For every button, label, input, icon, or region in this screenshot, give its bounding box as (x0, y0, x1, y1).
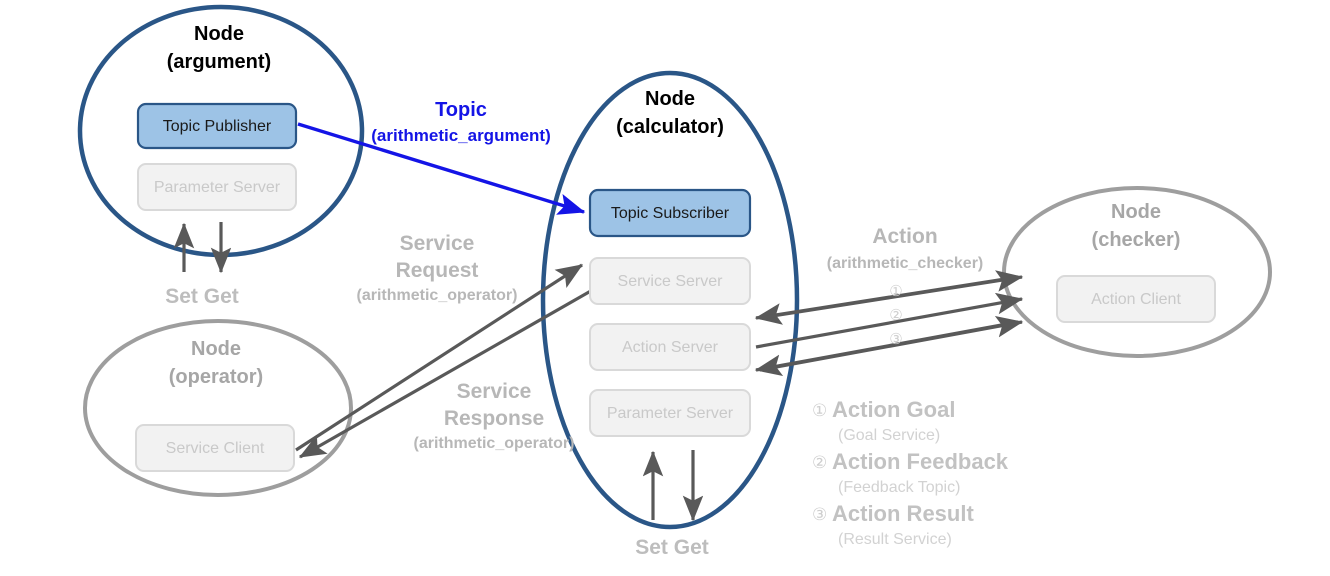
topic-arrow (297, 122, 586, 215)
box-topic-subscriber[interactable]: Topic Subscriber (588, 188, 752, 238)
legend-item-result: ③ Action Result (Result Service) (812, 501, 974, 548)
svg-text:Service: Service (400, 232, 475, 255)
box-action-client-label: Action Client (1091, 291, 1181, 308)
svg-text:Node: Node (1111, 201, 1161, 223)
svg-text:(arithmetic_operator): (arithmetic_operator) (357, 287, 518, 304)
legend-item-goal: ① Action Goal (Goal Service) (812, 397, 955, 444)
svg-text:③: ③ (812, 505, 827, 524)
svg-text:(Result Service): (Result Service) (838, 531, 952, 548)
box-service-server[interactable]: Service Server (589, 257, 751, 305)
svg-text:Action: Action (872, 225, 937, 248)
svg-text:(arithmetic_operator): (arithmetic_operator) (414, 435, 575, 452)
legend-item-feedback: ② Action Feedback (Feedback Topic) (812, 449, 1009, 496)
svg-text:Topic: Topic (435, 99, 487, 121)
box-action-client[interactable]: Action Client (1056, 275, 1216, 323)
svg-text:Node: Node (191, 338, 241, 360)
svg-text:(Feedback Topic): (Feedback Topic) (838, 479, 960, 496)
svg-text:(argument): (argument) (167, 51, 271, 73)
box-parameter-server-calculator-label: Parameter Server (607, 405, 734, 422)
node-title-argument: Node (argument) (167, 23, 271, 73)
box-parameter-server-argument-label: Parameter Server (154, 179, 281, 196)
svg-text:Response: Response (444, 407, 544, 430)
node-title-calculator: Node (calculator) (616, 88, 724, 138)
param-label-calculator: Set Get (635, 536, 709, 559)
svg-text:Request: Request (396, 259, 479, 282)
svg-text:Service: Service (457, 380, 532, 403)
box-action-server-label: Action Server (622, 339, 719, 356)
box-topic-publisher[interactable]: Topic Publisher (136, 102, 298, 150)
box-action-server[interactable]: Action Server (589, 323, 751, 371)
svg-text:(arithmetic_checker): (arithmetic_checker) (827, 255, 984, 272)
svg-text:Action Result: Action Result (832, 501, 974, 526)
svg-text:②: ② (889, 307, 902, 324)
action-marks: ① ② ③ (889, 283, 902, 348)
svg-text:①: ① (812, 401, 827, 420)
svg-text:②: ② (812, 453, 827, 472)
param-arrows-argument (173, 222, 232, 274)
box-service-client-label: Service Client (166, 440, 265, 457)
service-arrows (295, 263, 597, 459)
service-response-label: Service Response (arithmetic_operator) (414, 380, 575, 452)
service-request-label: Service Request (arithmetic_operator) (357, 232, 518, 304)
box-service-server-label: Service Server (618, 273, 724, 290)
svg-text:(checker): (checker) (1092, 229, 1181, 251)
svg-text:Node: Node (194, 23, 244, 45)
svg-text:①: ① (889, 283, 902, 300)
svg-text:(operator): (operator) (169, 366, 263, 388)
node-title-checker: Node (checker) (1092, 201, 1181, 251)
svg-text:(arithmetic_argument): (arithmetic_argument) (371, 126, 550, 145)
action-arrows (754, 270, 1024, 377)
svg-text:Node: Node (645, 88, 695, 110)
action-result-arrow-head-right (759, 315, 1024, 372)
box-topic-subscriber-label: Topic Subscriber (611, 205, 730, 222)
box-topic-publisher-label: Topic Publisher (163, 118, 272, 135)
action-goal-arrow-head-right (759, 270, 1024, 320)
service-response-arrow (298, 286, 597, 459)
svg-text:Action Feedback: Action Feedback (832, 449, 1009, 474)
param-arrows-calculator (642, 450, 704, 522)
action-feedback-arrow (755, 292, 1024, 349)
box-parameter-server-argument[interactable]: Parameter Server (137, 163, 297, 211)
action-label: Action (arithmetic_checker) (827, 225, 984, 272)
node-title-operator: Node (operator) (169, 338, 263, 388)
topic-label: Topic (arithmetic_argument) (371, 99, 550, 145)
svg-text:(Goal Service): (Goal Service) (838, 427, 940, 444)
service-request-arrow (295, 263, 584, 452)
param-label-argument: Set Get (165, 285, 239, 308)
svg-text:(calculator): (calculator) (616, 116, 724, 138)
box-parameter-server-calculator[interactable]: Parameter Server (589, 389, 751, 437)
svg-text:Action Goal: Action Goal (832, 397, 955, 422)
box-service-client[interactable]: Service Client (135, 424, 295, 472)
svg-text:③: ③ (889, 331, 902, 348)
